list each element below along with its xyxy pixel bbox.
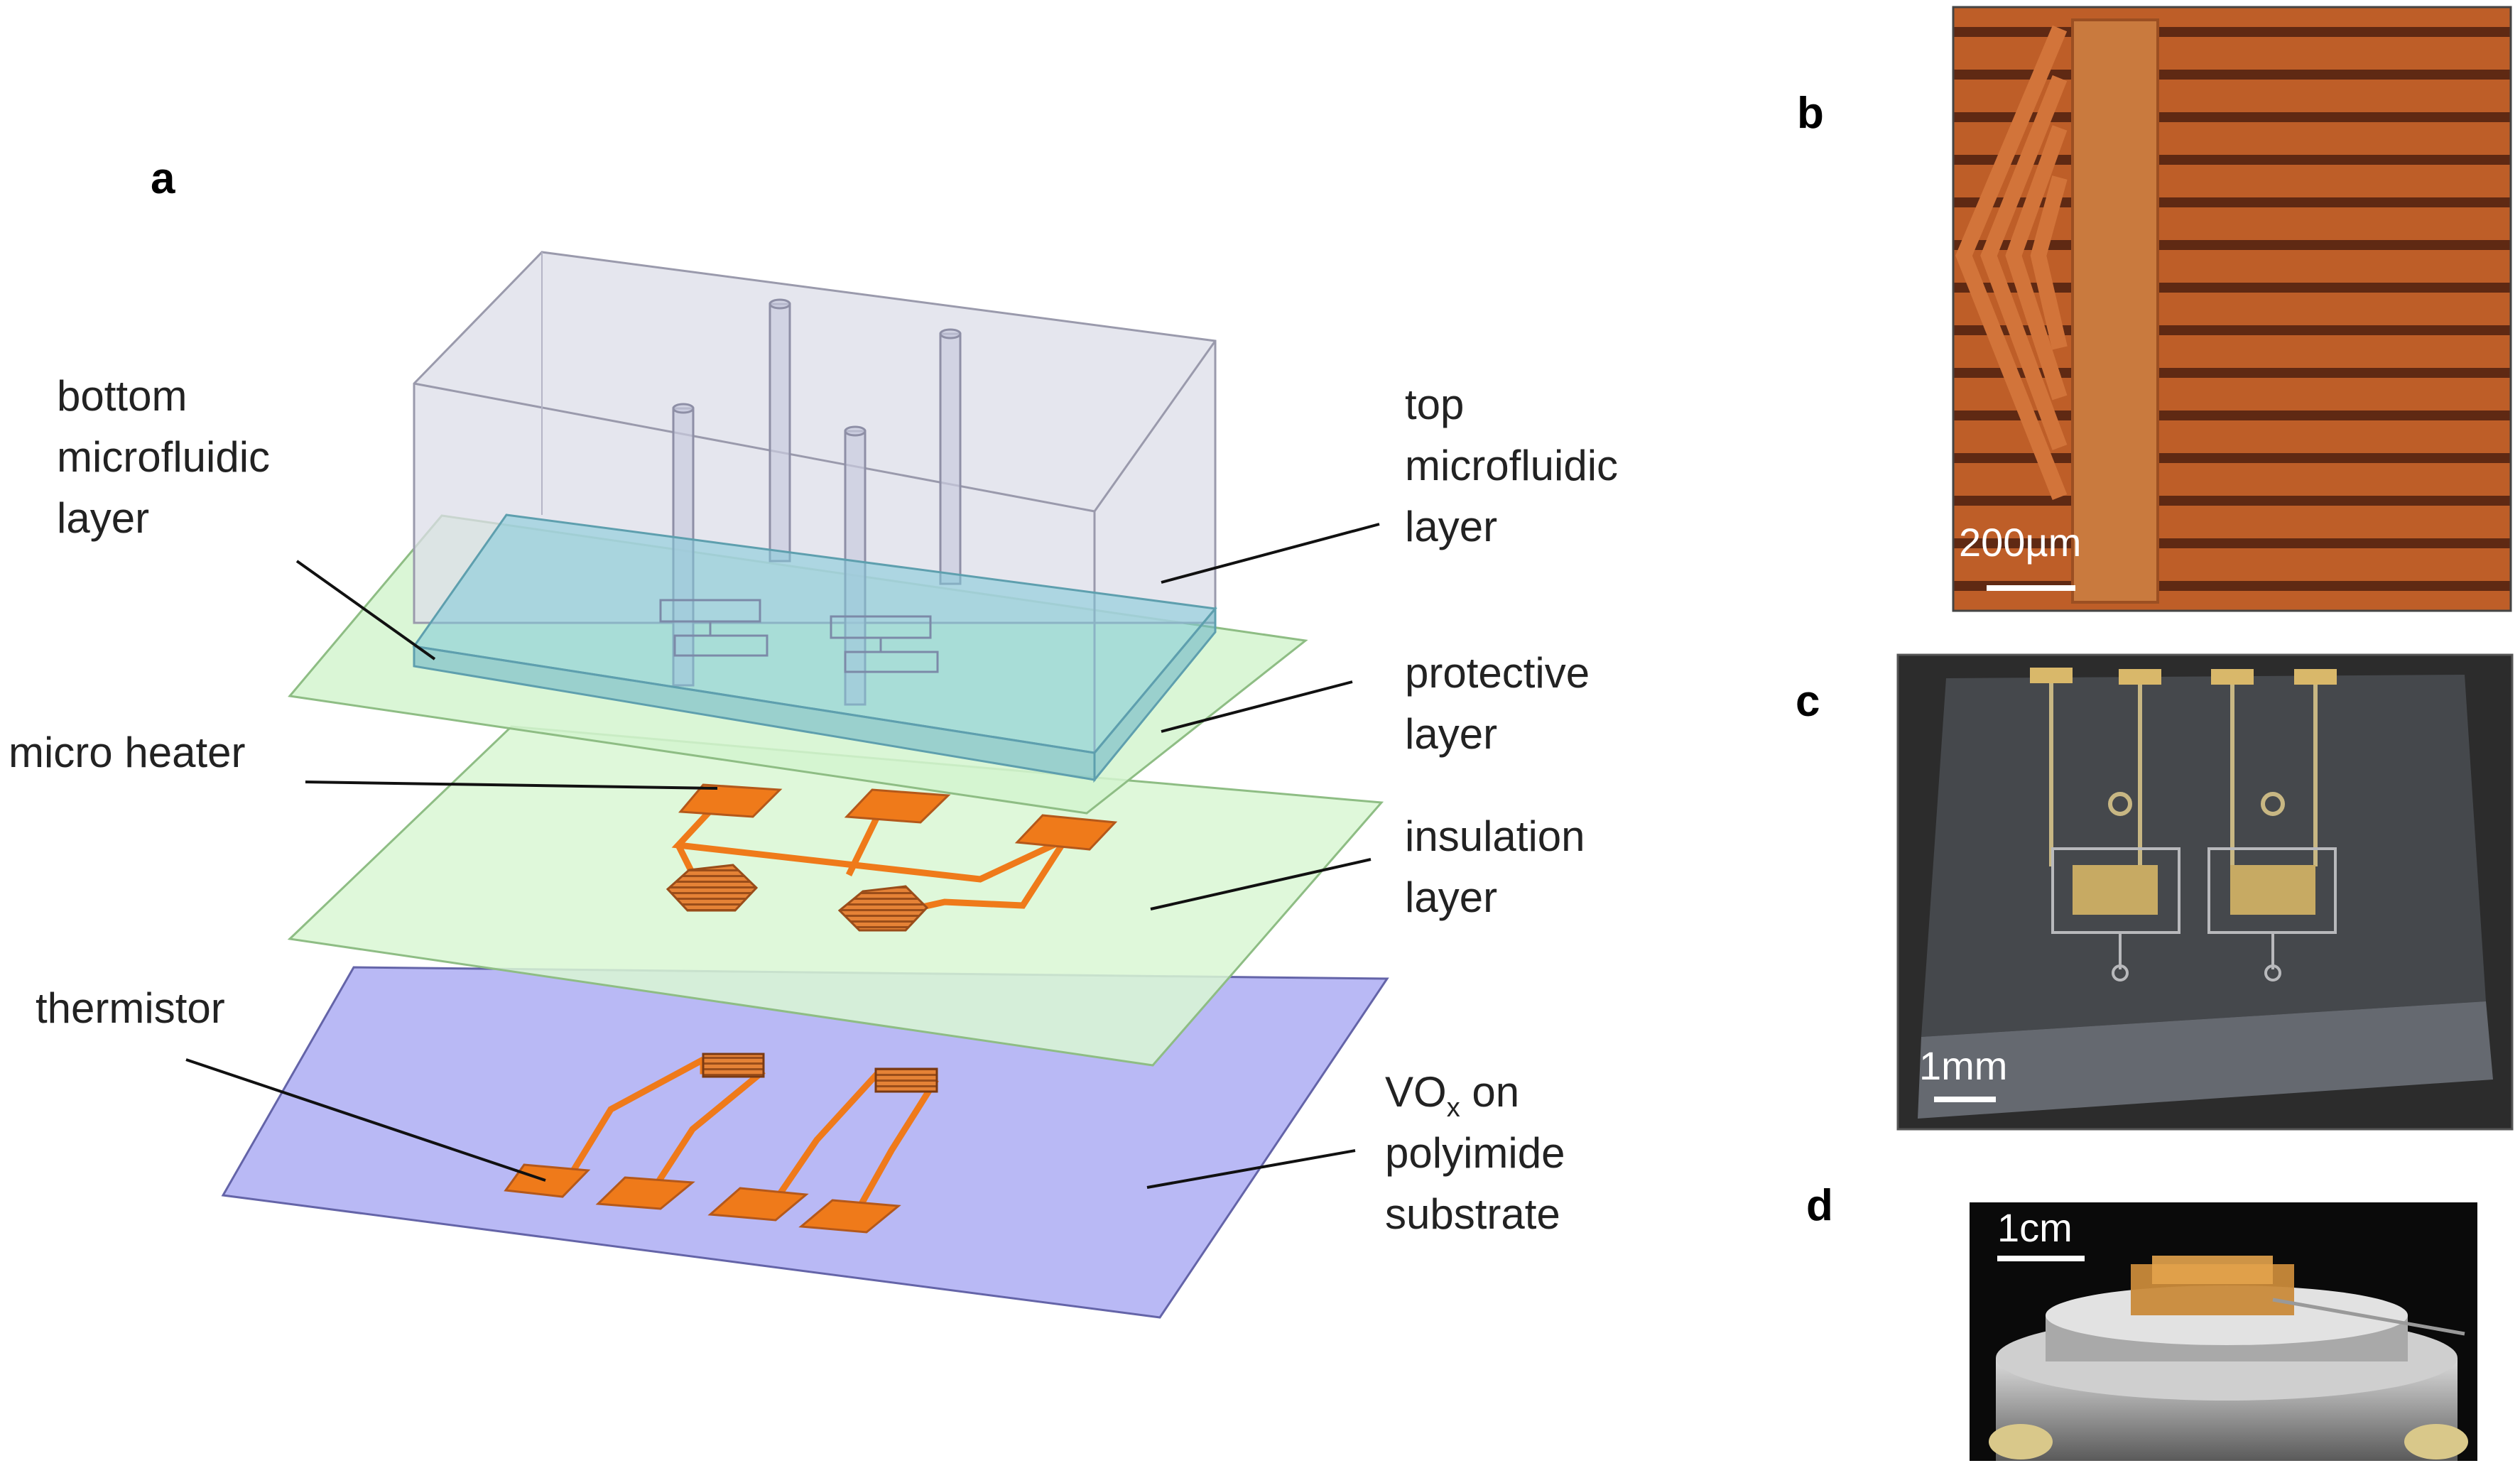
- label-bottom-microfluidic: bottom microfluidic layer: [57, 372, 282, 542]
- wire: [2272, 1298, 2465, 1336]
- electrode-pads: [2030, 668, 2337, 685]
- photo-b-microscope: 200µm: [1952, 6, 2512, 612]
- substrate-layer: [221, 966, 1389, 1319]
- leader-protective: [1161, 680, 1353, 733]
- contact-pad: [707, 1187, 809, 1222]
- microchannels: [659, 599, 939, 673]
- label-substrate-line1: VOx on: [1385, 1068, 1519, 1123]
- heater-chamber: [2230, 865, 2315, 915]
- panel-letter-c: c: [1796, 677, 1820, 726]
- copper-bus-bar: [2073, 20, 2158, 602]
- leader-top-microfluidic: [1161, 523, 1380, 584]
- label-substrate-line3: substrate: [1385, 1190, 1560, 1238]
- photo-d-setup: 1cm: [1970, 1202, 2477, 1461]
- panel-c: c: [1796, 653, 2514, 1131]
- contact-pad: [595, 1176, 695, 1210]
- label-insulation: insulation layer: [1405, 812, 1597, 921]
- leader-thermistor: [185, 1058, 546, 1182]
- heater-pad: [844, 788, 951, 824]
- contact-pad: [798, 1199, 901, 1234]
- scale-label-c: 1mm: [1919, 1043, 2007, 1088]
- panel-letter-b: b: [1797, 89, 1824, 138]
- panel-letter-d: d: [1806, 1181, 1833, 1230]
- heater-pad: [678, 783, 783, 818]
- leader-bottom-microfluidic: [295, 560, 436, 660]
- scale-label-b: 200µm: [1959, 520, 2081, 565]
- panel-a: a: [9, 154, 1630, 1319]
- label-micro-heater: micro heater: [9, 729, 245, 776]
- leader-micro-heater: [305, 781, 718, 790]
- scale-label-d: 1cm: [1997, 1205, 2073, 1250]
- heater-pad: [1014, 814, 1118, 851]
- leader-substrate: [1146, 1149, 1356, 1189]
- leader-insulation: [1150, 858, 1372, 910]
- panel-b: b 200µm: [1797, 6, 2512, 612]
- label-substrate-line2: polyimide: [1385, 1129, 1565, 1177]
- label-protective: protective layer: [1405, 649, 1602, 758]
- thermistor-element: [702, 1053, 765, 1078]
- label-top-microfluidic: top microfluidic layer: [1405, 381, 1630, 550]
- insulation-layer: [287, 725, 1384, 1067]
- panel-letter-a: a: [151, 154, 175, 203]
- label-thermistor: thermistor: [36, 984, 225, 1032]
- panel-d: d 1cm: [1806, 1181, 2477, 1461]
- chevron-traces: [1955, 25, 2068, 501]
- leader-lines: [185, 523, 1380, 1189]
- channels: [2051, 847, 2337, 982]
- photo-c-device: 1mm: [1896, 653, 2514, 1131]
- heater-coil: [837, 885, 929, 932]
- electrode-traces: [2049, 683, 2318, 866]
- heater-chamber: [2073, 865, 2158, 915]
- heater-coil: [666, 864, 759, 912]
- channel-layer: [412, 513, 1217, 783]
- thermistor-element: [874, 1067, 938, 1093]
